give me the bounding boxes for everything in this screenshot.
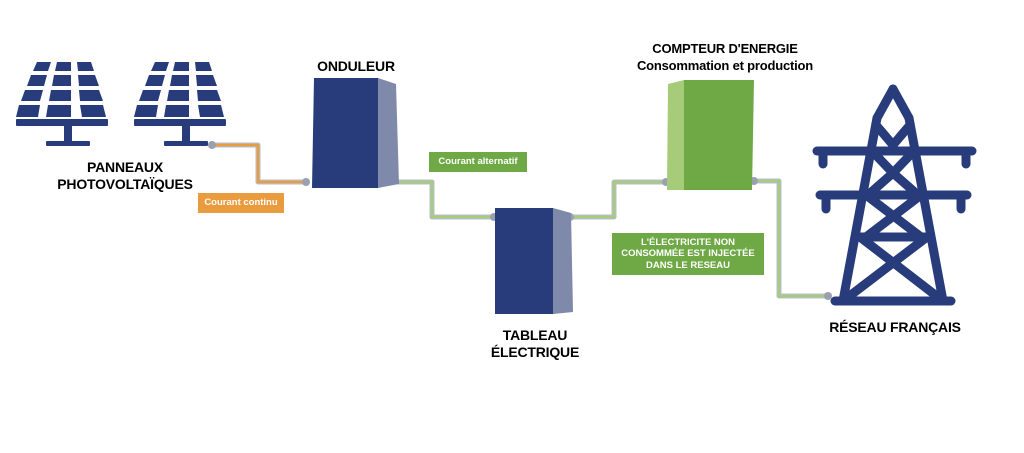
injection-tag-line-2: CONSOMMÉE EST INJECTÉE [621,248,755,260]
energy-meter-icon [667,80,754,190]
ac-current-tag: Courant alternatif [429,152,527,172]
cables [208,141,832,300]
meter-label-line-1: COMPTEUR D'ENERGIE [652,41,798,56]
solar-panels-icon [16,62,226,146]
meter-label: COMPTEUR D'ENERGIE Consommation et produ… [610,40,840,74]
ac-cable-inverter-board [398,179,494,220]
power-pylon-icon [812,84,977,306]
electrical-board-icon [495,208,573,314]
grid-label: RÉSEAU FRANÇAIS [829,319,961,335]
panels-label-line-2: PHOTOVOLTAÏQUES [57,176,193,192]
injection-tag-line-1: L'ÉLECTRICITE NON [640,236,736,248]
panels-label: PANNEAUX PHOTOVOLTAÏQUES [40,159,210,193]
board-label-line-1: TABLEAU [502,327,568,343]
solar-panel-right-icon [134,62,226,146]
injection-tag: L'ÉLECTRICITE NON CONSOMMÉE EST INJECTÉE… [612,233,764,275]
panels-label-line-1: PANNEAUX [87,159,163,175]
dc-current-tag: Courant continu [198,193,284,213]
injection-tag-line-3: DANS LE RESEAU [646,259,730,271]
meter-label-line-2: Consommation et production [636,58,814,73]
inverter-box-icon [312,78,399,188]
board-label: TABLEAU ÉLECTRIQUE [470,327,600,361]
solar-panel-left-icon [16,62,108,146]
board-label-line-2: ÉLECTRIQUE [490,344,580,360]
ac-cable-board-meter [570,179,666,220]
inverter-label: ONDULEUR [317,58,395,74]
